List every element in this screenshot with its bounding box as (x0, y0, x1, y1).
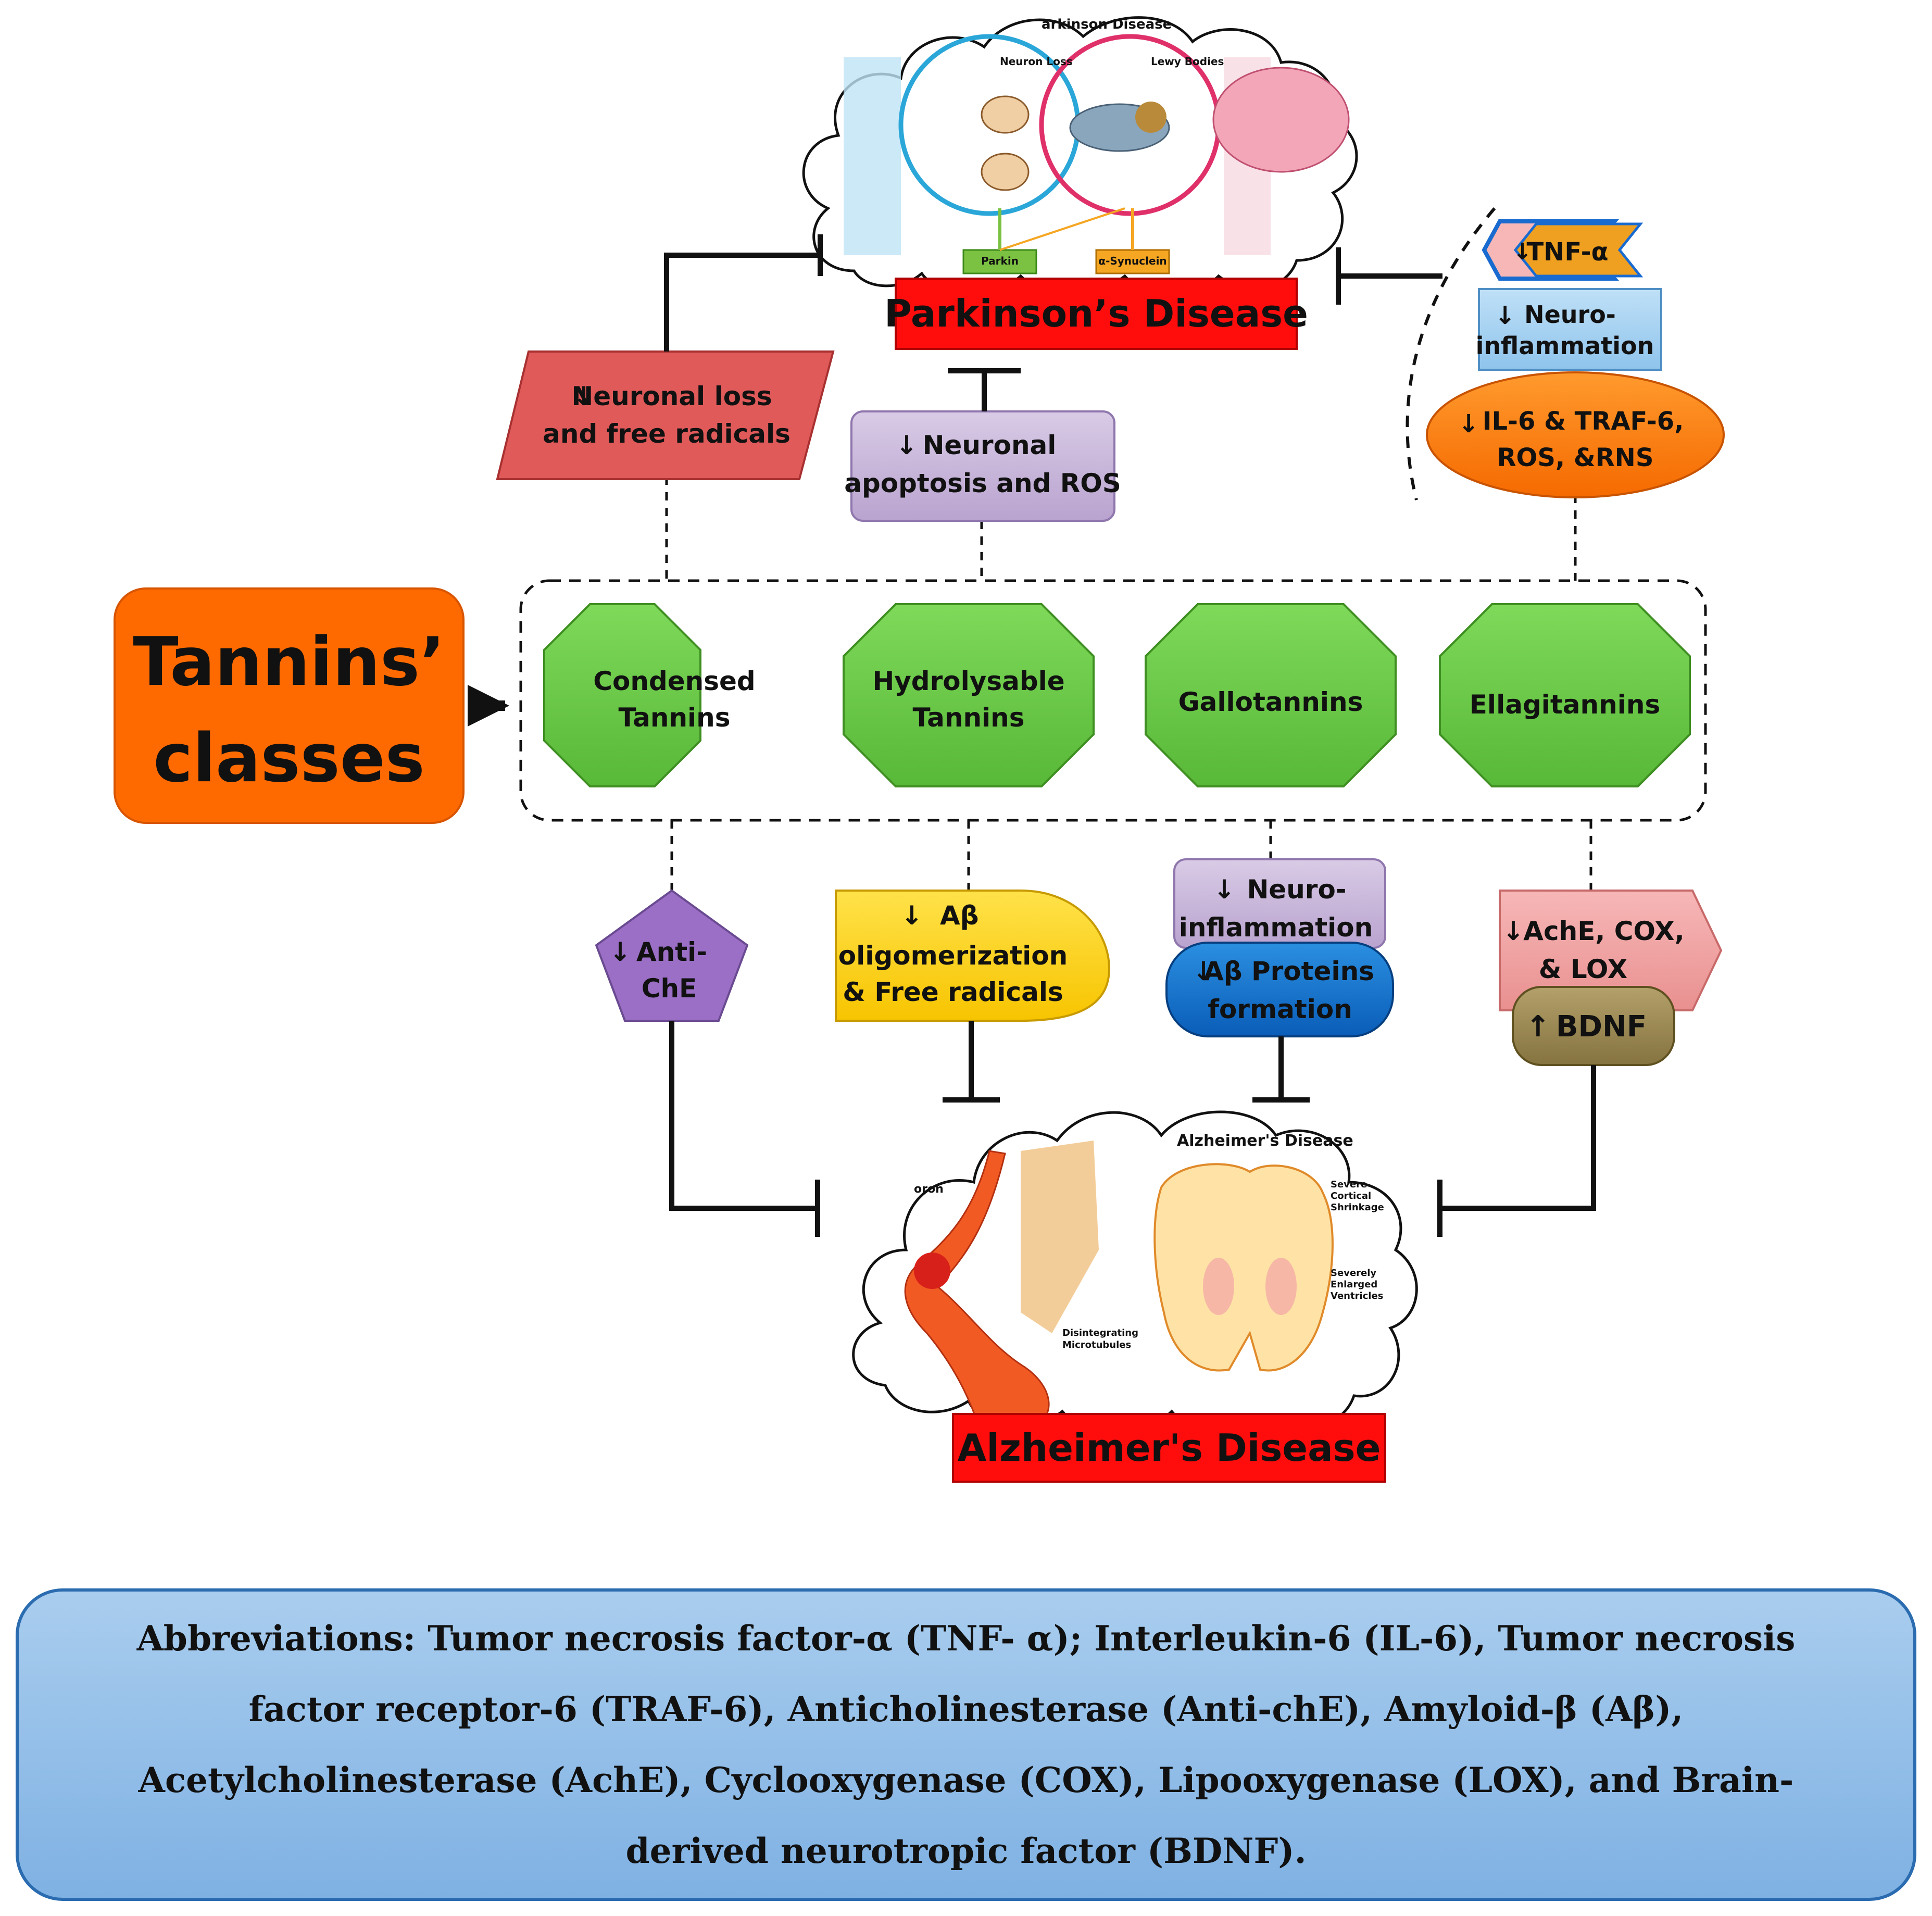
ad-neuroinflammation-line1: Neuro- (1247, 874, 1346, 905)
class-ellagitannins-line1: Ellagitannins (1470, 690, 1660, 720)
amyloid-fragments-icon (1021, 1141, 1099, 1333)
up-arrow-icon: ↑ (1526, 1010, 1550, 1044)
ad-cortical-label-3: Shrinkage (1331, 1202, 1384, 1213)
down-arrow-icon: ↓ (609, 937, 631, 967)
class-gallotannins-line1: Gallotannins (1178, 687, 1363, 717)
il6-line2: ROS, &RNS (1497, 443, 1654, 472)
class-hydrolysable-line1: Hydrolysable (872, 666, 1064, 696)
pd-lewy-bodies-label: Lewy Bodies (1151, 55, 1224, 68)
apoptosis-line2: apoptosis and ROS (844, 468, 1121, 498)
abeta-line1: Aβ (940, 900, 979, 931)
ad-neuroinflammation-box: ↓ Neuro- inflammation (1173, 858, 1386, 949)
il6-line1: IL-6 & TRAF-6, (1483, 407, 1684, 436)
ad-cortical-label-2: Cortical (1331, 1191, 1371, 1201)
down-arrow-icon: ↓ (896, 430, 918, 460)
down-arrow-icon: ↓ (1458, 409, 1479, 439)
class-hydrolysable-line2: Tannins (912, 703, 1024, 733)
tannins-classes-line2: classes (153, 720, 425, 797)
down-arrow-icon: ↓ (1495, 301, 1515, 330)
brain-section-icon (1153, 1163, 1334, 1372)
pd-right-dashed-arc (1406, 207, 1496, 500)
synuclein-label: α-Synuclein (1098, 255, 1166, 267)
down-arrow-icon: ↓ (1513, 239, 1532, 265)
ad-microtubules-label-1: Disintegrating (1062, 1328, 1138, 1338)
brain-icon (1212, 67, 1350, 173)
ad-microtubules-label-2: Microtubules (1062, 1339, 1131, 1350)
class-octagon-hydrolysable: Hydrolysable Tannins (843, 603, 1095, 787)
antiche-line1: Anti- (636, 937, 707, 967)
alzheimers-disease-box (952, 1413, 1386, 1483)
ache-line2: & LOX (1539, 954, 1627, 984)
class-octagon-ellagitannins: Ellagitannins (1439, 603, 1691, 787)
midbrain-icon (981, 95, 1030, 134)
bdnf-box: ↑ BDNF (1512, 986, 1675, 1066)
ventricle-icon (1265, 1258, 1297, 1315)
neuron-icon (904, 1150, 1050, 1428)
neuronal-apoptosis-box: ↓ Neuronal apoptosis and ROS (844, 410, 1121, 522)
tnf-alpha-chevron: ↓ TNF-α (1482, 219, 1644, 281)
apoptosis-line1: Neuronal (923, 430, 1057, 460)
ache-line1: AchE, COX, (1523, 916, 1684, 946)
antiche-line2: ChE (642, 973, 697, 1004)
ad-illustration-title: Alzheimer's Disease (1177, 1132, 1353, 1150)
pd-neuron-loss-label: Neuron Loss (1000, 55, 1073, 68)
pd-neuroinflammation-line2: inflammation (1476, 332, 1654, 360)
neuron-body-icon (914, 1253, 950, 1289)
tnf-alpha-label: TNF-α (1526, 237, 1608, 267)
ventricle-icon (1203, 1258, 1234, 1315)
parkinsons-disease-box (895, 278, 1298, 350)
neuronal-loss-line1: Neuronal loss (571, 381, 772, 411)
neuronal-loss-line2: and free radicals (543, 419, 791, 449)
pd-neuroinflammation-line1: Neuro- (1524, 300, 1616, 329)
ad-ventricles-label-1: Severely (1331, 1268, 1376, 1279)
abeta-line3: & Free radicals (843, 977, 1063, 1007)
parkinsons-disease-label: Parkinson’s Disease (884, 292, 1308, 335)
ad-ventricles-label-2: Enlarged (1331, 1279, 1377, 1290)
down-arrow-icon: ↓ (1193, 956, 1214, 986)
ad-cortical-label-1: Severe (1331, 1179, 1367, 1190)
class-octagon-condensed: Condensed Tannins (543, 603, 756, 787)
pd-neuroinflammation-box: ↓ Neuro- inflammation (1476, 288, 1662, 371)
down-arrow-icon: ↓ (573, 381, 595, 411)
tannins-classes-box (114, 587, 465, 824)
abeta-oligomerization-shape: ↓ Aβ oligomerization & Free radicals (835, 890, 1111, 1022)
ad-neuron-label: oron (914, 1183, 944, 1196)
class-octagon-gallotannins: Gallotannins (1145, 603, 1397, 787)
down-arrow-icon: ↓ (1213, 874, 1235, 905)
il6-ellipse: ↓ IL-6 & TRAF-6, ROS, &RNS (1426, 371, 1725, 498)
class-condensed-line2: Tannins (618, 703, 730, 733)
parkinsons-illustration: Neuron Loss Lewy Bodies arkinson Disease… (802, 16, 1358, 294)
abeta-line2: oligomerization (838, 941, 1068, 971)
abbreviations-box: Abbreviations: Tumor necrosis factor-α (… (16, 1588, 1916, 1901)
ad-neuroinflammation-line2: inflammation (1179, 912, 1373, 943)
bdnf-label: BDNF (1556, 1010, 1647, 1044)
midbrain-icon (981, 153, 1030, 191)
abbreviations-text: Abbreviations: Tumor necrosis factor-α (… (136, 1618, 1796, 1871)
ache-arrow-shape: ↓ AchE, COX, & LOX (1499, 890, 1723, 1011)
pd-illustration-title: arkinson Disease (1042, 17, 1172, 32)
parkin-label: Parkin (981, 255, 1019, 267)
class-condensed-line1: Condensed (593, 666, 755, 696)
down-arrow-icon: ↓ (901, 900, 923, 931)
tannins-classes-line1: Tannins’ (133, 623, 445, 701)
lewy-body-icon (1135, 102, 1166, 133)
abeta-proteins-line2: formation (1208, 994, 1352, 1024)
abeta-proteins-box: ↓ Aβ Proteins formation (1165, 942, 1394, 1037)
alzheimers-disease-label: Alzheimer's Disease (958, 1426, 1381, 1470)
alzheimers-illustration: oron Disintegrating Microtubules Alzheim… (852, 1110, 1418, 1433)
ad-ventricles-label-3: Ventricles (1331, 1291, 1383, 1301)
classes-container (519, 579, 1707, 822)
neuronal-loss-box: ↓ Neuronal loss and free radicals (496, 350, 835, 480)
down-arrow-icon: ↓ (1502, 916, 1524, 946)
abeta-proteins-line1: Aβ Proteins (1203, 956, 1374, 986)
antiche-pentagon: ↓ Anti- ChE (595, 889, 749, 1022)
